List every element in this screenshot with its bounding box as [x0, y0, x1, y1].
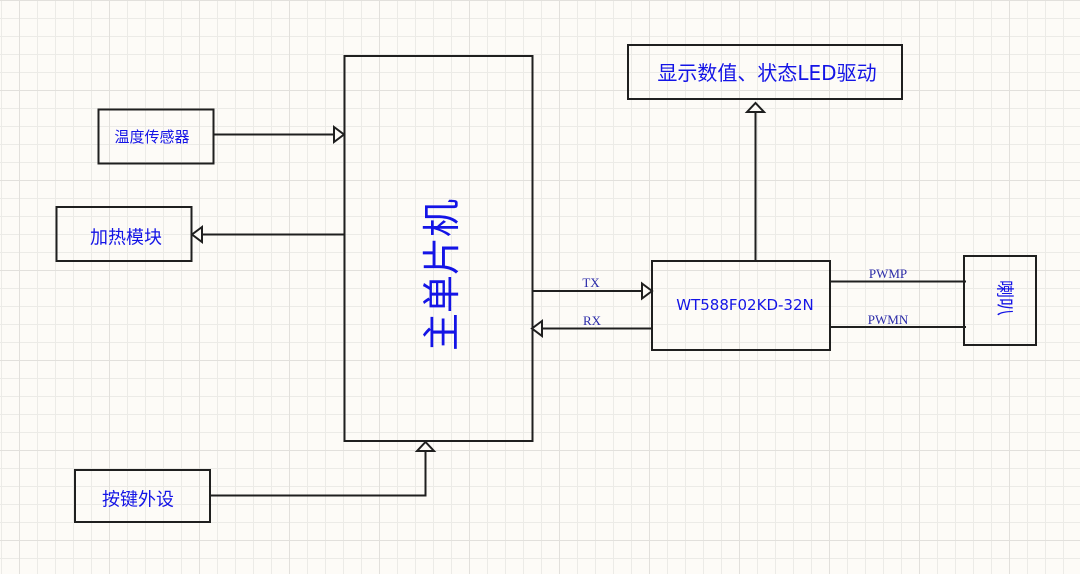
keys-arrow-icon — [414, 440, 437, 452]
display-label: 显示数值、状态LED驱动 — [657, 61, 876, 85]
rx-arrow-icon — [530, 319, 543, 338]
pwmp-label: PWMP — [869, 266, 907, 281]
temp-sensor-arrow-icon — [333, 125, 346, 144]
keys-wire — [210, 452, 427, 497]
mcu-block[interactable] — [343, 55, 534, 442]
speaker-block[interactable] — [963, 255, 1037, 346]
audio-chip-block[interactable] — [651, 260, 831, 351]
keys-label: 按键外设 — [102, 490, 174, 511]
pwmn-label: PWMN — [868, 312, 909, 327]
tx-label: TX — [582, 275, 600, 290]
heater-label: 加热模块 — [90, 228, 162, 249]
display-arrow-icon — [744, 101, 767, 113]
heater-arrow-icon — [190, 225, 203, 244]
rx-label: RX — [583, 313, 602, 328]
mcu-label: 主单片机 — [420, 199, 464, 351]
tx-arrow-icon — [641, 281, 654, 301]
temp-sensor-block[interactable] — [97, 108, 215, 165]
audio-chip-label: WT588F02KD-32N — [676, 296, 813, 314]
temp-sensor-label: 温度传感器 — [114, 128, 189, 146]
speaker-label: 喇叭 — [994, 280, 1015, 316]
display-block[interactable] — [627, 44, 903, 100]
